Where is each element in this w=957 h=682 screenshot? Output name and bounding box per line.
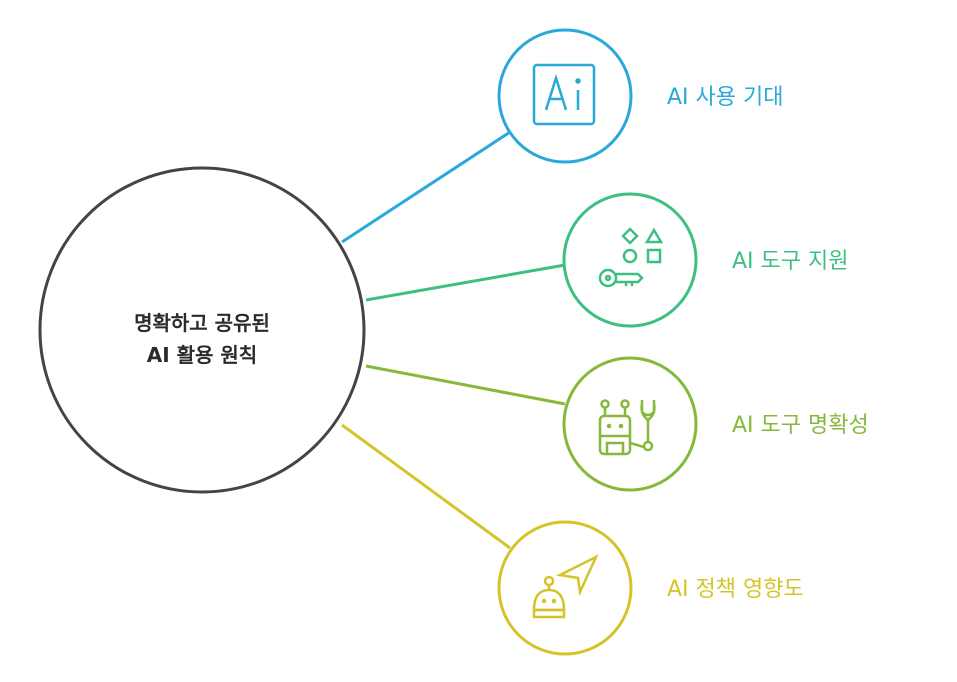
- center-title-line1: 명확하고 공유된: [134, 311, 270, 335]
- branch-node-tool-clarity: AI 도구 명확성: [562, 356, 869, 492]
- branch-label: AI 사용 기대: [667, 85, 784, 110]
- connector-3: [365, 364, 566, 406]
- ai-badge-icon: [532, 63, 596, 126]
- connector-2: [365, 263, 566, 302]
- branch-label: AI 도구 지원: [732, 249, 849, 274]
- center-node: 명확하고 공유된 AI 활용 원칙: [38, 166, 366, 494]
- connector-1: [341, 130, 511, 244]
- branch-label: AI 정책 영향도: [667, 577, 804, 602]
- branch-node-policy-impact: AI 정책 영향도: [497, 520, 804, 656]
- branch-node-ai-usage: AI 사용 기대: [497, 28, 784, 164]
- center-title-line2: AI 활용 원칙: [147, 343, 257, 367]
- branch-label: AI 도구 명확성: [732, 413, 869, 438]
- connector-4: [341, 423, 511, 550]
- branch-node-tool-support: AI 도구 지원: [562, 192, 849, 328]
- robot-wrench-icon: [598, 399, 656, 456]
- robot-pointer-icon: [532, 554, 599, 619]
- shapes-key-icon: [598, 227, 664, 288]
